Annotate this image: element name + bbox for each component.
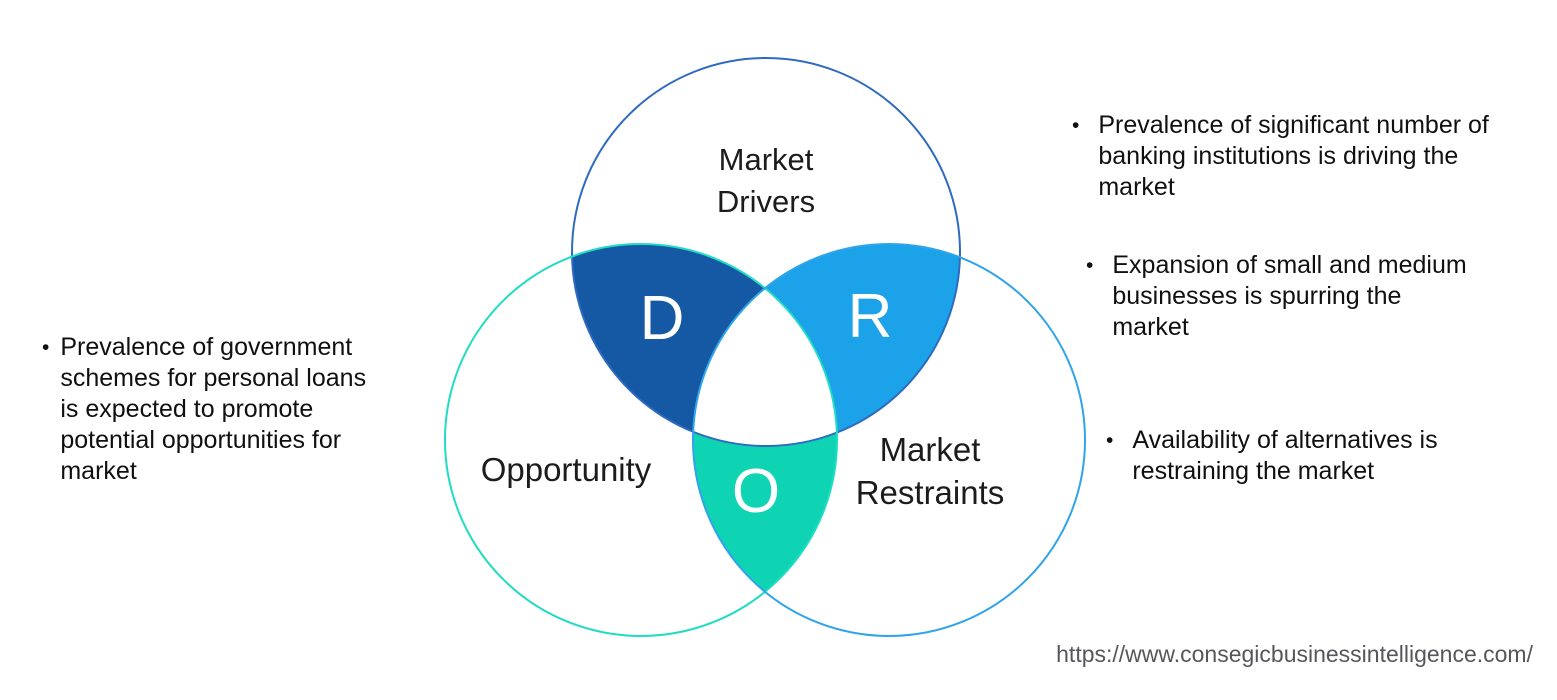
opportunity-label: Opportunity [480, 451, 652, 488]
market-drivers-label: Market Drivers [716, 142, 816, 219]
opportunity-note: • Prevalence of government schemes for p… [42, 332, 452, 487]
restraint-note-text: Availability of alternatives is restrain… [1132, 426, 1438, 485]
letter-d-drivers: D [639, 284, 685, 353]
opportunity-note-text: Prevalence of government schemes for per… [60, 333, 367, 485]
restraints-circle-outline [692, 243, 1086, 637]
driver-note-2-text: Expansion of small and medium businesses… [1112, 251, 1467, 341]
letter-o-opportunity: O [731, 457, 781, 526]
bullet-icon: • [1072, 114, 1080, 137]
opportunity-circle-outline [444, 243, 838, 637]
letter-r-restraints: R [847, 282, 893, 351]
bullet-icon: • [1086, 254, 1094, 277]
opportunity-restraints-lens [693, 244, 837, 636]
driver-note-1: • Prevalence of significant number of ba… [1072, 110, 1554, 203]
restraint-note: • Availability of alternatives is restra… [1106, 425, 1551, 487]
bullet-icon: • [1106, 429, 1114, 452]
source-url: https://www.consegicbusinessintelligence… [1056, 641, 1533, 667]
drivers-circle-outline [571, 57, 961, 447]
driver-note-1-text: Prevalence of significant number of bank… [1098, 111, 1489, 201]
driver-note-2: • Expansion of small and medium business… [1086, 250, 1546, 343]
market-restraints-label: Market Restraints [855, 431, 1005, 511]
bullet-icon: • [42, 336, 50, 359]
